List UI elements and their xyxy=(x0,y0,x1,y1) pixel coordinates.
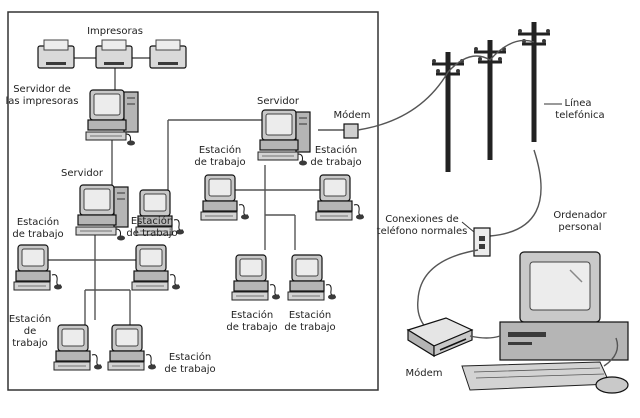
workstation-icon xyxy=(200,174,250,221)
workstation-icon xyxy=(287,254,337,301)
modem-icon xyxy=(406,317,474,358)
modem-phone-cable xyxy=(417,249,479,331)
pc-label: Ordenador xyxy=(553,210,607,221)
station-lt-label-line3: trabajo xyxy=(12,338,48,349)
station-label-line2: de trabajo xyxy=(126,228,177,239)
printers-label: Impresoras xyxy=(87,26,143,37)
station-label-line2: de trabajo xyxy=(194,157,245,168)
personal-computer-icon xyxy=(461,251,629,394)
phone-line-label: Línea xyxy=(565,97,592,109)
workstation-icon xyxy=(231,254,281,301)
station-label-line2: de trabajo xyxy=(226,322,277,333)
server-icon xyxy=(85,89,139,147)
server-icon xyxy=(257,109,311,167)
printer-icon xyxy=(37,39,187,69)
station-lt-label-line2: de xyxy=(24,326,37,337)
phone-line-label-line2: telefónica xyxy=(555,109,604,121)
outlets-label-line2: teléfono normales xyxy=(377,225,468,237)
station-label: Estación xyxy=(315,144,357,156)
workstation-icon xyxy=(315,174,365,221)
station-label: Estación xyxy=(231,309,273,321)
station-label: Estación xyxy=(289,309,331,321)
phone-jack-icon xyxy=(473,227,491,257)
station-label-line2: de trabajo xyxy=(164,364,215,375)
modem-top-label: Módem xyxy=(334,109,371,121)
station-label: Estación xyxy=(199,144,241,156)
station-label: Estación xyxy=(17,216,59,228)
modem-pc-cable xyxy=(469,335,501,339)
telephone-pole-icon xyxy=(432,22,550,172)
server-icon xyxy=(75,184,129,242)
phone-line-drop xyxy=(489,149,542,237)
printer-server-label-line2: las impresoras xyxy=(6,96,79,107)
station-label-line2: de trabajo xyxy=(284,322,335,333)
station-lt-label: Estación xyxy=(9,313,51,325)
pc-label-line2: personal xyxy=(558,222,601,233)
server-left-label: Servidor xyxy=(61,168,104,179)
network-cabling xyxy=(45,57,344,330)
station-label-line2: de trabajo xyxy=(12,229,63,240)
phone-line xyxy=(357,39,535,131)
workstation-icon xyxy=(53,324,103,371)
workstation-icon xyxy=(13,244,63,291)
outlets-label: Conexiones de xyxy=(385,214,459,225)
printer-server-label: Servidor de xyxy=(13,84,71,95)
network-frame xyxy=(7,11,379,391)
workstation-icon xyxy=(131,244,181,291)
modem-icon xyxy=(343,123,359,139)
station-label: Estación xyxy=(131,215,173,227)
modem-bottom-label: Módem xyxy=(406,367,443,379)
outlets-pointer xyxy=(461,221,475,233)
station-label: Estación xyxy=(169,351,211,363)
server-right-label: Servidor xyxy=(257,96,300,107)
station-label-line2: de trabajo xyxy=(310,157,361,168)
workstation-icon xyxy=(107,324,157,371)
